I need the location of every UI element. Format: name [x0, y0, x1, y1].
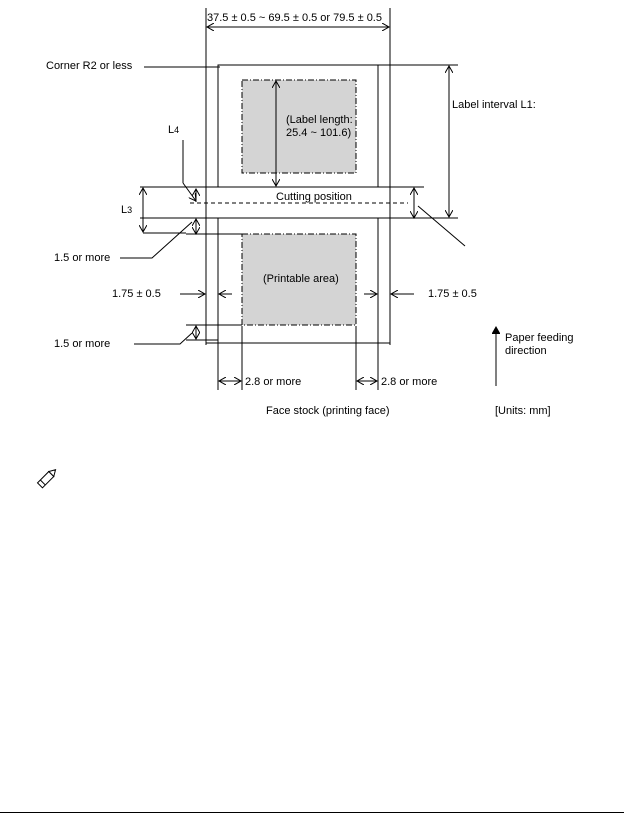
right-leader — [417, 205, 466, 247]
cutting-position-label: Cutting position — [276, 191, 352, 203]
gap-top-callout: 1.5 or more — [54, 219, 242, 264]
units-caption: [Units: mm] — [495, 405, 551, 417]
side-right-callout: 1.75 ± 0.5 — [364, 288, 477, 300]
paper-feed-line2: direction — [505, 345, 547, 357]
gap-bottom-label: 1.5 or more — [54, 338, 110, 350]
gap-bottom-callout: 1.5 or more — [54, 324, 242, 350]
side-left-label: 1.75 ± 0.5 — [112, 288, 161, 300]
face-stock-caption: Face stock (printing face) — [266, 405, 390, 417]
svg-text:L3: L3 — [121, 204, 132, 216]
side-left-callout: 1.75 ± 0.5 — [112, 288, 232, 300]
footer-rule — [0, 812, 624, 813]
corner-label: Corner R2 or less — [46, 60, 133, 72]
width-dimension: 37.5 ± 0.5 ~ 69.5 ± 0.5 or 79.5 ± 0.5 — [205, 8, 391, 345]
l4-main: L — [168, 124, 174, 136]
pencil-note-icon — [36, 469, 57, 489]
printable-area-top — [241, 79, 357, 174]
l3-sub: 3 — [127, 205, 132, 215]
margin-left-label: 2.8 or more — [245, 376, 301, 388]
paper-feed-line1: Paper feeding — [505, 332, 574, 344]
margin-right-callout: 2.8 or more — [355, 326, 437, 390]
printable-area-label: (Printable area) — [263, 273, 339, 285]
label-length-line1: (Label length: — [286, 114, 353, 126]
svg-text:L4: L4 — [168, 124, 179, 136]
printable-area-bottom — [241, 233, 357, 326]
label-interval-label: Label interval L1: — [452, 99, 536, 111]
l4-sub: 4 — [174, 125, 179, 135]
gap-top-label: 1.5 or more — [54, 252, 110, 264]
gap-lines — [140, 186, 424, 219]
label-length-line2: 25.4 ~ 101.6) — [286, 127, 351, 139]
margin-right-label: 2.8 or more — [381, 376, 437, 388]
l4-callout: L4 — [168, 124, 196, 202]
l3-callout: L3 — [121, 188, 186, 234]
width-spec-label: 37.5 ± 0.5 ~ 69.5 ± 0.5 or 79.5 ± 0.5 — [207, 12, 382, 24]
l3-main: L — [121, 204, 127, 216]
side-right-label: 1.75 ± 0.5 — [428, 288, 477, 300]
margin-left-callout: 2.8 or more — [217, 326, 301, 390]
label-interval-dimension: Label interval L1: — [378, 64, 536, 219]
